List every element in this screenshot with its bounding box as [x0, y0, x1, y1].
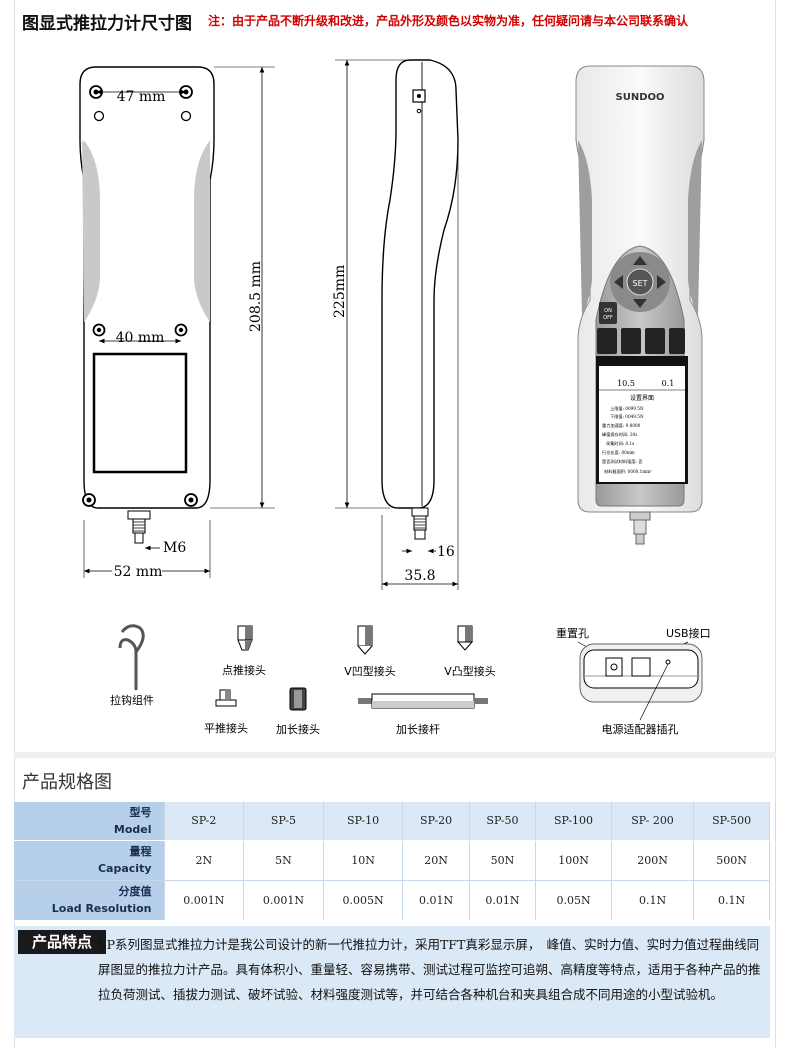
front-view: SUNDOO SET ON OFF 10.5 0.1 设置界面 上限值: 009… [575, 65, 705, 545]
table-cell: 10N [323, 840, 404, 881]
screen-line: 材料截面积: 0000.1mm² [604, 468, 652, 475]
dim-35-8: 35.8 [404, 568, 435, 584]
svg-text:ON: ON [604, 308, 612, 314]
dim-m6: M6 [163, 540, 186, 556]
screen-line: 峰值保存时间: 20s [602, 431, 637, 438]
accessories: 拉钩组件 点推接头 V凹型接头 V凸型接头 平推接头 [110, 624, 711, 736]
accessory-extend-rod-label: 加长接杆 [396, 722, 440, 736]
section-divider [14, 752, 776, 758]
table-cell: 200N [611, 840, 695, 881]
accessory-flat-label: 平推接头 [204, 721, 248, 735]
dim-16: 16 [437, 544, 455, 560]
notice-text: 注：由于产品不断升级和改进，产品外形及颜色以实物为准，任何疑问请与本公司联系确认 [208, 14, 689, 28]
page-frame [14, 0, 776, 1048]
screen-line: 行位长度: 00mm [602, 449, 635, 456]
table-cell: 500N [693, 840, 770, 881]
table-cell: 50N [469, 840, 537, 881]
table-cell: SP-10 [323, 802, 404, 841]
table-cell: 5N [243, 840, 324, 881]
screen-title: 设置界面 [630, 394, 654, 402]
table-cell: 100N [535, 840, 612, 881]
screen-line: 上限值: 0099.5N [610, 405, 644, 412]
table-cell: 0.01N [402, 880, 470, 921]
table-cell: 0.001N [243, 880, 324, 921]
table-cell: SP-20 [402, 802, 470, 841]
table-cell: 0.01N [469, 880, 537, 921]
screen-line: 是否测试材料强度: 否 [602, 458, 642, 465]
svg-text:OFF: OFF [603, 315, 613, 321]
table-cell: 2N [164, 840, 245, 881]
dimension-drawing: 47 mm 40 mm 208.5 mm 52 mm M6 225mm 16 [79, 59, 711, 736]
features-text: SP系列图显式推拉力计是我公司设计的新一代推拉力计，采用TFT真彩显示屏， 峰值… [98, 937, 761, 1002]
power-jack-label: 电源适配器插孔 [602, 722, 679, 736]
screen-line: 下限值: 0049.5N [610, 413, 644, 420]
dim-208: 208.5 mm [248, 261, 264, 332]
table-cell: 0.1N [611, 880, 695, 921]
usb-port-label: USB接口 [666, 627, 711, 640]
screen-line: 重力加速度: 9.8000 [602, 422, 641, 429]
spec-heading: 产品规格图 [22, 772, 112, 793]
table-cell: 20N [402, 840, 470, 881]
accessory-v-convex-label: V凸型接头 [444, 664, 496, 678]
dim-225: 225mm [332, 265, 348, 318]
table-cell: 0.05N [535, 880, 612, 921]
table-cell: SP-500 [693, 802, 770, 841]
screen-reading-left: 10.5 [617, 379, 635, 388]
table-cell: 0.1N [693, 880, 770, 921]
features-label: 产品特点 [18, 930, 106, 954]
set-button-label: SET [632, 279, 647, 288]
reset-hole-label: 重置孔 [556, 626, 589, 640]
dim-47: 47 mm [117, 89, 166, 105]
accessory-extend-head-label: 加长接头 [276, 723, 320, 736]
table-cell: 0.001N [164, 880, 245, 921]
back-view: 47 mm 40 mm 208.5 mm 52 mm M6 [79, 66, 275, 580]
accessory-point-label: 点推接头 [222, 663, 266, 677]
table-cell: SP-2 [164, 802, 245, 841]
brand-logo: SUNDOO [616, 92, 665, 103]
table-cell: SP-100 [535, 802, 612, 841]
table-cell: SP-50 [469, 802, 537, 841]
table-cell: SP- 200 [611, 802, 695, 841]
screen-line: 采集时间: 0.1s [606, 440, 634, 447]
screen-reading-right: 0.1 [662, 379, 675, 388]
accessory-hook-label: 拉钩组件 [110, 693, 154, 707]
table-cell: SP-5 [243, 802, 324, 841]
table-cell: 0.005N [323, 880, 404, 921]
dim-52: 52 mm [114, 564, 163, 580]
accessory-v-concave-label: V凹型接头 [344, 664, 396, 678]
features-section: 产品特点 SP系列图显式推拉力计是我公司设计的新一代推拉力计，采用TFT真彩显示… [14, 926, 770, 1038]
side-view: 225mm 16 35.8 [332, 59, 459, 590]
dim-40: 40 mm [116, 330, 165, 346]
page-title: 图显式推拉力计尺寸图 [22, 14, 192, 34]
